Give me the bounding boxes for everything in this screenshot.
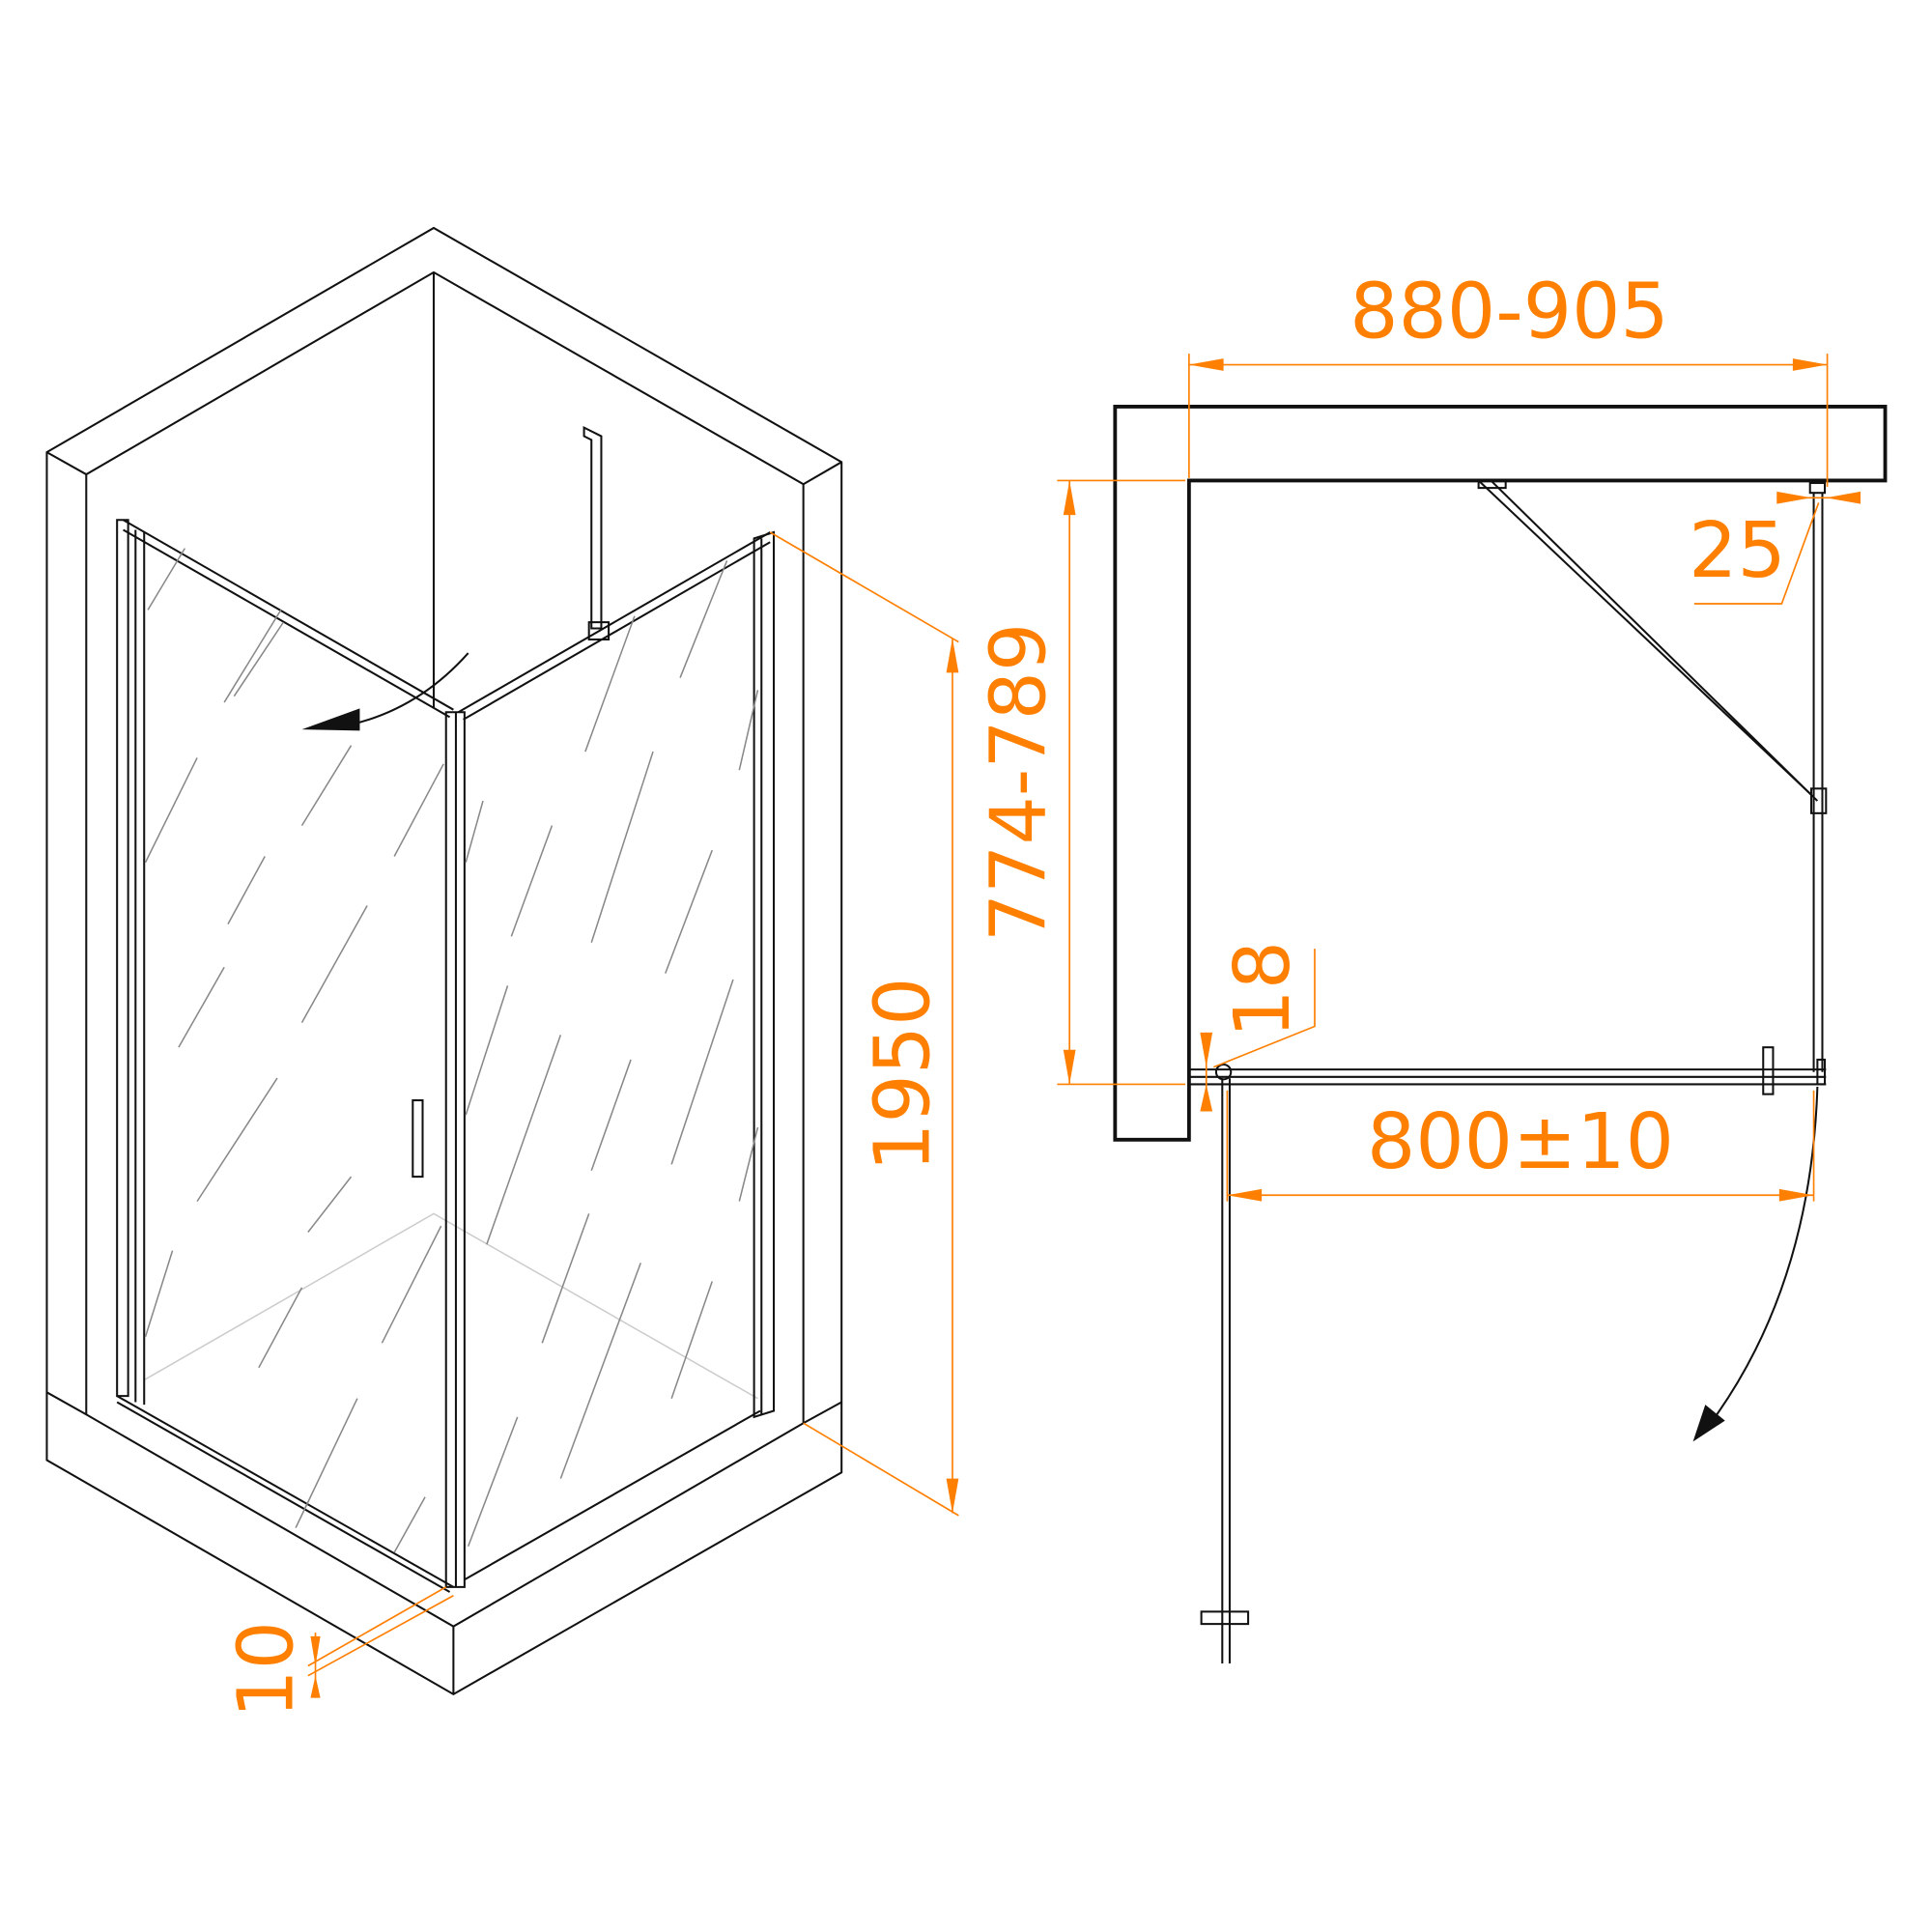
support-bar	[582, 425, 603, 630]
base-top	[45, 1391, 842, 1628]
dim-base: 10	[221, 1621, 310, 1719]
fixed-panel	[444, 425, 776, 1588]
swing-arrow-icon	[301, 708, 360, 731]
wall-outline	[45, 226, 843, 1696]
dim-profile: 18	[1218, 941, 1307, 1038]
dimensions: 880-905 774-789 25 18 800±10 1950 10	[221, 267, 1861, 1719]
door-handle	[412, 1099, 424, 1179]
isometric-view	[45, 226, 843, 1696]
dim-wall-profile: 25	[1689, 506, 1786, 595]
door-panel	[116, 519, 454, 1593]
open-arc	[1714, 1086, 1819, 1418]
swing-arc	[351, 652, 469, 725]
wall-inner	[85, 270, 805, 1424]
dim-door-width: 800±10	[1367, 1097, 1674, 1186]
dim-depth-range: 774-789	[975, 623, 1064, 942]
open-arrow-icon	[1692, 1405, 1725, 1442]
wall-plan	[1113, 405, 1888, 1142]
dim-width-range: 880-905	[1350, 267, 1668, 355]
plan-view	[1113, 405, 1888, 1663]
glass-hatching	[144, 548, 759, 1553]
dim-height: 1950	[859, 978, 948, 1172]
